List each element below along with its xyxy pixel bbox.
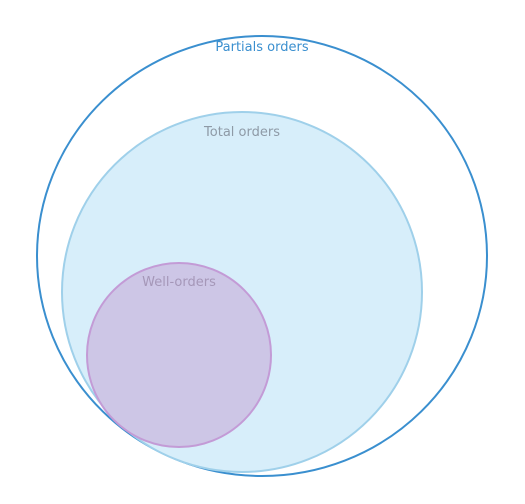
well-orders-label: Well-orders: [142, 275, 216, 290]
partial-orders-label: Partials orders: [215, 40, 308, 55]
well-orders-circle: [86, 262, 272, 448]
total-orders-label: Total orders: [203, 125, 280, 140]
